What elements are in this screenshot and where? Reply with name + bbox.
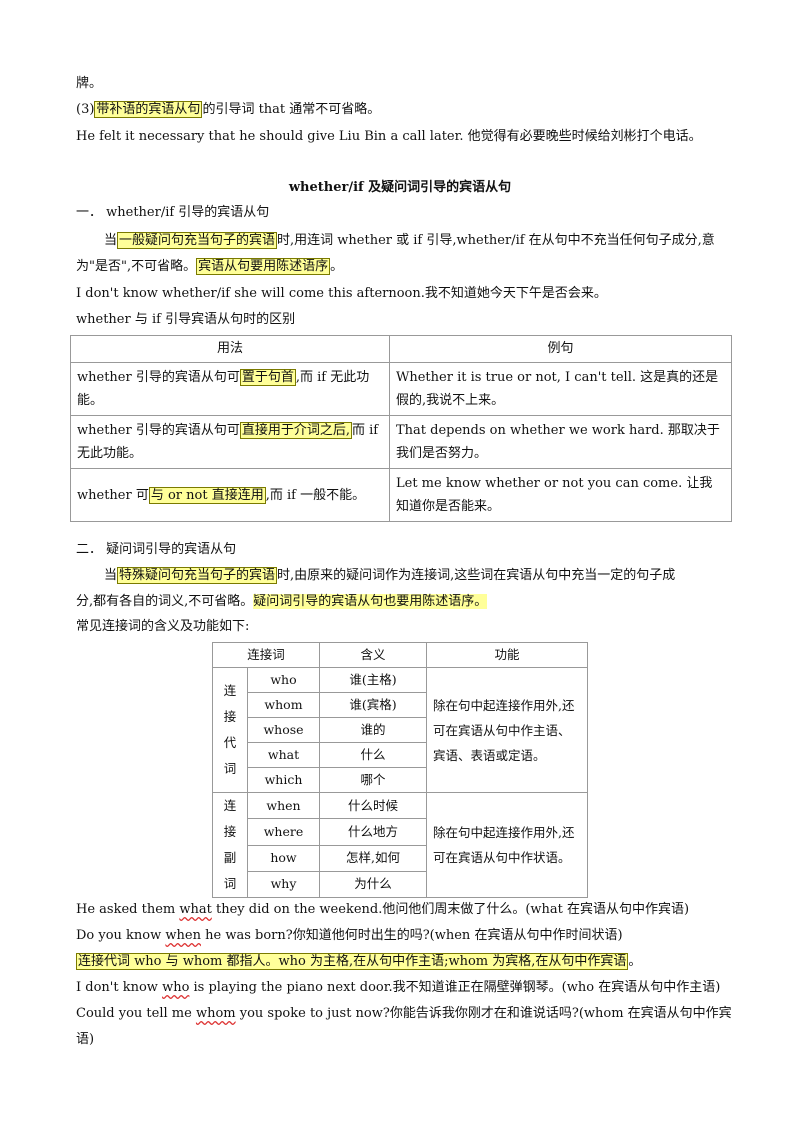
function-cell: 除在句中起连接作用外,还可在宾语从句中作状语。 [426,792,588,898]
text: whether 引导的宾语从句可 [77,370,240,385]
meaning-cell: 怎样,如何 [319,844,427,872]
meaning-cell: 什么时候 [319,791,427,820]
cat-char: 词 [223,761,237,776]
example-cell: That depends on whether we work hard. 那取… [389,415,732,469]
example-whom-cont: 语) [76,1032,95,1047]
header-example: 例句 [389,335,732,363]
text: 。 [628,954,642,969]
text: is playing the piano next door.我不知道谁正在隔壁… [189,980,721,995]
cat-char: 连 [223,683,237,698]
text: 。 [330,259,344,274]
word-cell: whose [247,717,320,743]
highlight: 疑问词引导的宾语从句也要用陈述语序。 [253,594,488,609]
highlight: 与 or not 直接连用 [148,486,266,504]
section-title: whether/if 及疑问词引导的宾语从句 [288,180,512,195]
highlight: 连接代词 who 与 whom 都指人。who 为主格,在从句中作主语;whom… [76,953,629,970]
conjunction-table: 连接词 含义 功能 连 接 代 词 who 谁(主格) 除在句中起连接作用外,还… [212,642,588,899]
word-cell: why [247,870,320,899]
highlight: 一般疑问句充当句子的宾语 [117,232,278,249]
section-1-heading: 一． whether/if 引导的宾语从句 [76,205,270,220]
s2-paragraph-line2: 分,都有各自的词义,不可省略。疑问词引导的宾语从句也要用陈述语序。 [76,592,488,612]
adverb-category: 连 接 副 词 [212,792,248,898]
text: ,而 if 一般不能。 [265,487,366,503]
text: whether 可 [77,487,149,503]
word-cell: how [247,844,320,872]
highlight: 直接用于介词之后, [239,422,352,439]
text: 而 if 无此功能。 [77,423,379,461]
example-sentence: He felt it necessary that he should give… [76,129,702,144]
header-usage: 用法 [70,335,390,363]
function-cell: 除在句中起连接作用外,还可在宾语从句中作主语、宾语、表语或定语。 [426,667,588,793]
text: you spoke to just now?你能告诉我你刚才在和谁说话吗?(wh… [235,1006,732,1021]
word-cell: which [247,767,320,793]
rule-3-prefix: (3) [76,102,95,117]
example-when: Do you know when he was born?你知道他何时出生的吗?… [76,926,623,946]
text: Could you tell me [76,1006,196,1021]
rule-3-text: 的引导词 that 通常不可省略。 [202,102,381,117]
example-what: He asked them what they did on the weeke… [76,900,689,920]
text: ,而 if 无此功能。 [77,370,370,408]
text: 为"是否",不可省略。 [76,259,197,274]
text: 分,都有各自的词义,不可省略。 [76,594,254,609]
word-cell: who [247,667,320,693]
highlight: 特殊疑问句充当句子的宾语 [117,567,278,584]
meaning-cell: 谁(主格) [319,667,427,693]
meaning-cell: 谁(宾格) [319,692,427,718]
example-cell: Whether it is true or not, I can't tell.… [389,362,732,416]
cat-char: 接 [223,824,237,839]
note-who-whom: 连接代词 who 与 whom 都指人。who 为主格,在从句中作主语;whom… [76,952,641,972]
text: Do you know [76,928,166,943]
text-fragment: 牌。 [76,76,103,91]
example-who: I don't know who is playing the piano ne… [76,978,720,998]
example-whom: Could you tell me whom you spoke to just… [76,1004,732,1024]
s1-example: I don't know whether/if she will come th… [76,286,607,301]
meaning-cell: 为什么 [319,870,427,899]
rule-3: (3)带补语的宾语从句的引导词 that 通常不可省略。 [76,100,380,120]
keyword: who [162,980,190,995]
keyword: when [165,928,201,943]
highlight: 置于句首 [239,369,296,386]
meaning-cell: 谁的 [319,717,427,743]
text: He asked them [76,902,180,917]
highlight: 宾语从句要用陈述语序 [196,258,331,275]
cat-char: 词 [223,876,237,891]
word-cell: where [247,818,320,846]
s2-paragraph-line1: 当特殊疑问句充当句子的宾语时,由原来的疑问词作为连接词,这些词在宾语从句中充当一… [104,566,675,586]
table-caption: whether 与 if 引导宾语从句时的区别 [76,312,296,327]
cat-char: 副 [223,850,237,865]
text: I don't know [76,980,163,995]
header-meaning: 含义 [319,642,427,668]
whether-if-table: 用法 例句 whether 引导的宾语从句可置于句首,而 if 无此功能。 Wh… [70,335,732,522]
s1-paragraph-line1: 当一般疑问句充当句子的宾语时,用连词 whether 或 if 引导,wheth… [104,231,715,251]
cat-char: 接 [223,709,237,724]
text: 当 [104,568,118,583]
word-cell: what [247,742,320,768]
keyword: what [179,902,212,917]
text: he was born?你知道他何时出生的吗?(when 在宾语从句中作时间状语… [200,928,623,943]
s1-paragraph-line2: 为"是否",不可省略。宾语从句要用陈述语序。 [76,257,343,277]
usage-cell: whether 可与 or not 直接连用,而 if 一般不能。 [70,468,390,522]
usage-cell: whether 引导的宾语从句可直接用于介词之后,而 if 无此功能。 [70,415,390,469]
meaning-cell: 什么 [319,742,427,768]
text: they did on the weekend.他问他们周末做了什么。(what… [211,902,690,917]
section-2-heading: 二． 疑问词引导的宾语从句 [76,542,237,557]
table-intro: 常见连接词的含义及功能如下: [76,619,250,634]
meaning-cell: 什么地方 [319,818,427,846]
text: whether 引导的宾语从句可 [77,423,240,438]
header-function: 功能 [426,642,588,668]
text: 时,用连词 whether 或 if 引导,whether/if 在从句中不充当… [277,233,715,248]
meaning-cell: 哪个 [319,767,427,793]
word-cell: when [247,791,320,820]
cat-char: 代 [223,735,237,750]
highlight: 带补语的宾语从句 [94,101,203,118]
example-cell: Let me know whether or not you can come.… [389,468,732,522]
header-conj: 连接词 [212,642,320,668]
word-cell: whom [247,692,320,718]
pronoun-category: 连 接 代 词 [212,667,248,793]
text: 当 [104,233,118,248]
keyword: whom [195,1006,236,1021]
usage-cell: whether 引导的宾语从句可置于句首,而 if 无此功能。 [70,362,390,416]
text: 时,由原来的疑问词作为连接词,这些词在宾语从句中充当一定的句子成 [277,568,676,583]
cat-char: 连 [223,798,237,813]
